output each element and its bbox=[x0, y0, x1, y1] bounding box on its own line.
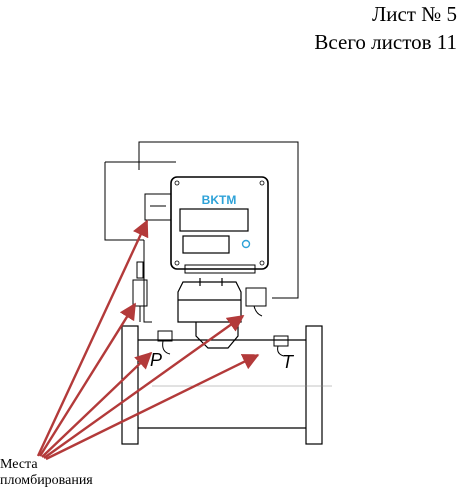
mark-t: T bbox=[282, 352, 295, 372]
caption-line-2: пломбирования bbox=[0, 473, 93, 488]
wiring-outline bbox=[104, 141, 299, 323]
arrow-to-sensor bbox=[43, 315, 245, 459]
arrow-to-side-fitting bbox=[38, 302, 137, 457]
fittings bbox=[132, 193, 289, 357]
pipe-body bbox=[121, 325, 332, 445]
total-sheets: Всего листов 11 bbox=[314, 30, 457, 54]
arrow-to-t-mark bbox=[45, 353, 260, 461]
caption-line-1: Места bbox=[0, 457, 38, 472]
sheet-number: Лист № 5 bbox=[371, 2, 457, 26]
brand-label: BKTM bbox=[202, 193, 237, 207]
button-icon bbox=[241, 239, 251, 249]
electronics-module bbox=[170, 176, 269, 274]
seal-arrows bbox=[36, 219, 260, 461]
sealing-places-caption: Места пломбирования bbox=[0, 457, 93, 489]
mark-p: P bbox=[150, 350, 162, 370]
lcd-display bbox=[179, 208, 249, 232]
secondary-display bbox=[182, 235, 230, 254]
sensor-body bbox=[177, 278, 242, 349]
arrow-to-upper-fitting bbox=[36, 219, 149, 457]
arrow-to-p-mark bbox=[41, 351, 153, 458]
